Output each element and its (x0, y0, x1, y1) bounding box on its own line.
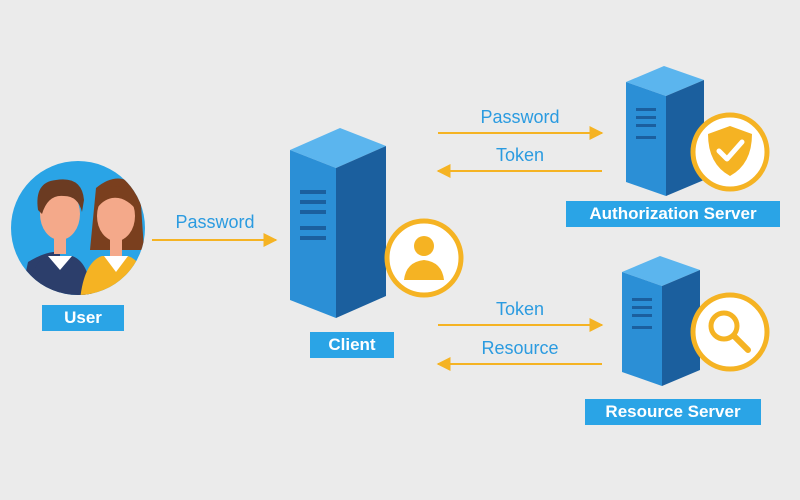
magnifier-icon (690, 292, 770, 372)
flow-label-client-to-resource: Token (496, 299, 544, 319)
flow-label-resource-to-client: Resource (481, 338, 558, 358)
user-label: User (64, 308, 102, 327)
person-icon (384, 218, 464, 298)
auth-server-label: Authorization Server (589, 204, 757, 223)
auth-server-icon (626, 66, 704, 196)
client-server-icon (290, 128, 386, 318)
user-avatar (11, 161, 145, 295)
shield-check-icon (690, 112, 770, 192)
client-label-box (310, 332, 394, 358)
auth-server-label-box (566, 201, 780, 227)
flow-label-client-to-auth: Password (480, 107, 559, 127)
resource-server-icon (622, 256, 700, 386)
client-label: Client (328, 335, 376, 354)
resource-server-label: Resource Server (605, 402, 741, 421)
flow-label-auth-to-client: Token (496, 145, 544, 165)
resource-server-label-box (585, 399, 761, 425)
user-label-box (42, 305, 124, 331)
flow-label-user-to-client: Password (175, 212, 254, 232)
